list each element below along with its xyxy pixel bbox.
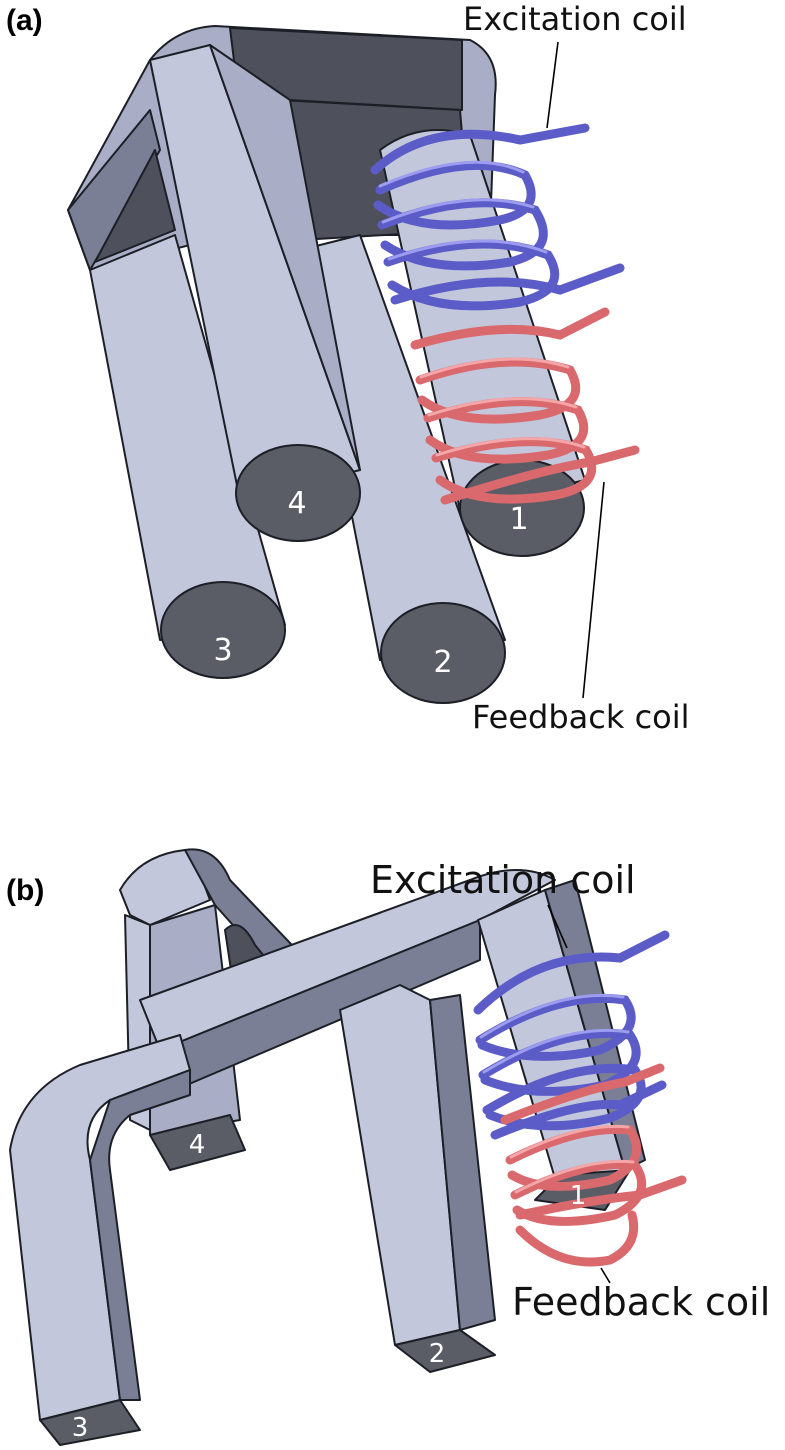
panel-b: (b) bbox=[6, 848, 770, 1446]
panel-b-excitation-label: Excitation coil bbox=[370, 858, 636, 902]
panel-b-feedback-coil bbox=[500, 1063, 687, 1267]
panel-a-excitation-coil bbox=[370, 123, 625, 311]
panel-a-excitation-label: Excitation coil bbox=[463, 0, 687, 38]
panel-b-leg-4-label: 4 bbox=[189, 1130, 206, 1160]
panel-a-leg-3-label: 3 bbox=[213, 633, 232, 668]
panel-a-leg-1-label: 1 bbox=[509, 502, 528, 537]
leg-3-face-b bbox=[39, 1399, 141, 1446]
leg-4-face-b bbox=[149, 1114, 246, 1171]
panel-b-label: (b) bbox=[6, 874, 44, 907]
panel-b-excitation-leader bbox=[547, 904, 568, 949]
panel-a-feedback-leader bbox=[582, 481, 605, 699]
leg-3-face bbox=[160, 581, 286, 679]
panel-b-leg-1-label: 1 bbox=[570, 1181, 587, 1211]
panel-b-leg-2-label: 2 bbox=[429, 1339, 446, 1369]
panel-b-excitation-coil bbox=[473, 930, 670, 1140]
panel-a-leg-4-label: 4 bbox=[287, 486, 306, 521]
panel-a-feedback-label: Feedback coil bbox=[472, 698, 690, 736]
panel-b-leg-3-label: 3 bbox=[72, 1413, 89, 1443]
panel-a-feedback-coil bbox=[410, 307, 640, 505]
leg-2-face bbox=[380, 602, 506, 704]
panel-b-feedback-label: Feedback coil bbox=[512, 1280, 770, 1324]
panel-b-core bbox=[9, 848, 646, 1446]
panel-b-feedback-leader bbox=[600, 1267, 611, 1284]
panel-a-excitation-leader bbox=[546, 41, 559, 129]
leg-2-face-b bbox=[394, 1329, 496, 1373]
panel-a: (a) bbox=[6, 0, 690, 736]
panel-a-label: (a) bbox=[6, 4, 43, 37]
leg-4-face bbox=[235, 444, 361, 542]
panel-a-leg-2-label: 2 bbox=[433, 645, 452, 680]
